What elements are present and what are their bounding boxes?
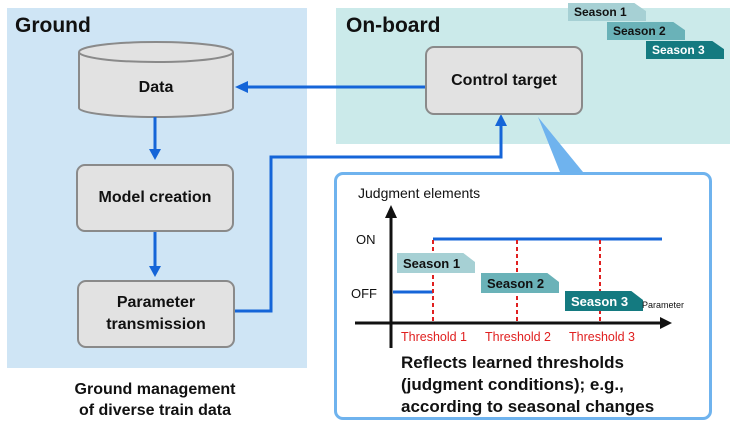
description-line-2: (judgment conditions); e.g., xyxy=(401,375,624,395)
parameter-transmission-box: Parameter transmission xyxy=(77,280,235,348)
control-target-label: Control target xyxy=(451,71,557,89)
arrow-head-icon xyxy=(235,81,248,93)
arrow-head-icon xyxy=(495,114,507,126)
x-axis-label: Parameter xyxy=(642,300,685,310)
description-line-3: according to seasonal changes xyxy=(401,397,655,417)
y-axis-title: Judgment elements xyxy=(358,185,481,201)
chart-season-1-tag: Season 1 xyxy=(397,253,475,273)
y-axis-arrow-icon xyxy=(385,205,397,218)
threshold-1-label: Threshold 1 xyxy=(401,330,468,344)
chart-season-2-tag: Season 2 xyxy=(481,273,559,293)
off-label: OFF xyxy=(351,286,377,301)
onboard-title: On-board xyxy=(346,14,441,37)
data-cylinder-icon xyxy=(78,41,234,118)
season-3-tag: Season 3 xyxy=(646,41,724,59)
control-target-box: Control target xyxy=(425,46,583,115)
x-axis-arrow-icon xyxy=(660,317,672,329)
parameter-transmission-label-1: Parameter xyxy=(116,294,196,312)
threshold-2-label: Threshold 2 xyxy=(485,330,552,344)
ground-title: Ground xyxy=(15,14,91,37)
model-creation-label: Model creation xyxy=(98,189,212,207)
season-1-tag: Season 1 xyxy=(568,3,646,21)
season-2-tag: Season 2 xyxy=(607,22,685,40)
description-line-1: Reflects learned thresholds xyxy=(401,353,624,372)
arrow-parameter-to-control xyxy=(235,126,503,313)
arrow-head-icon xyxy=(149,149,161,160)
threshold-3-label: Threshold 3 xyxy=(569,330,636,344)
parameter-transmission-label-2: transmission xyxy=(106,316,206,333)
judgment-callout xyxy=(334,172,712,420)
ground-caption-line-2: of diverse train data xyxy=(78,401,232,419)
data-store: Data xyxy=(79,68,233,108)
on-label: ON xyxy=(356,232,376,247)
model-creation-box: Model creation xyxy=(76,164,234,232)
chart-season-3-tag: Season 3 xyxy=(565,291,643,311)
callout-description: Reflects learned thresholds (judgment co… xyxy=(401,352,654,418)
ground-caption-line-1: Ground management xyxy=(74,381,236,398)
arrow-head-icon xyxy=(149,266,161,277)
data-label: Data xyxy=(138,79,174,97)
callout-pointer xyxy=(538,117,583,172)
ground-caption: Ground management of diverse train data xyxy=(40,380,270,422)
